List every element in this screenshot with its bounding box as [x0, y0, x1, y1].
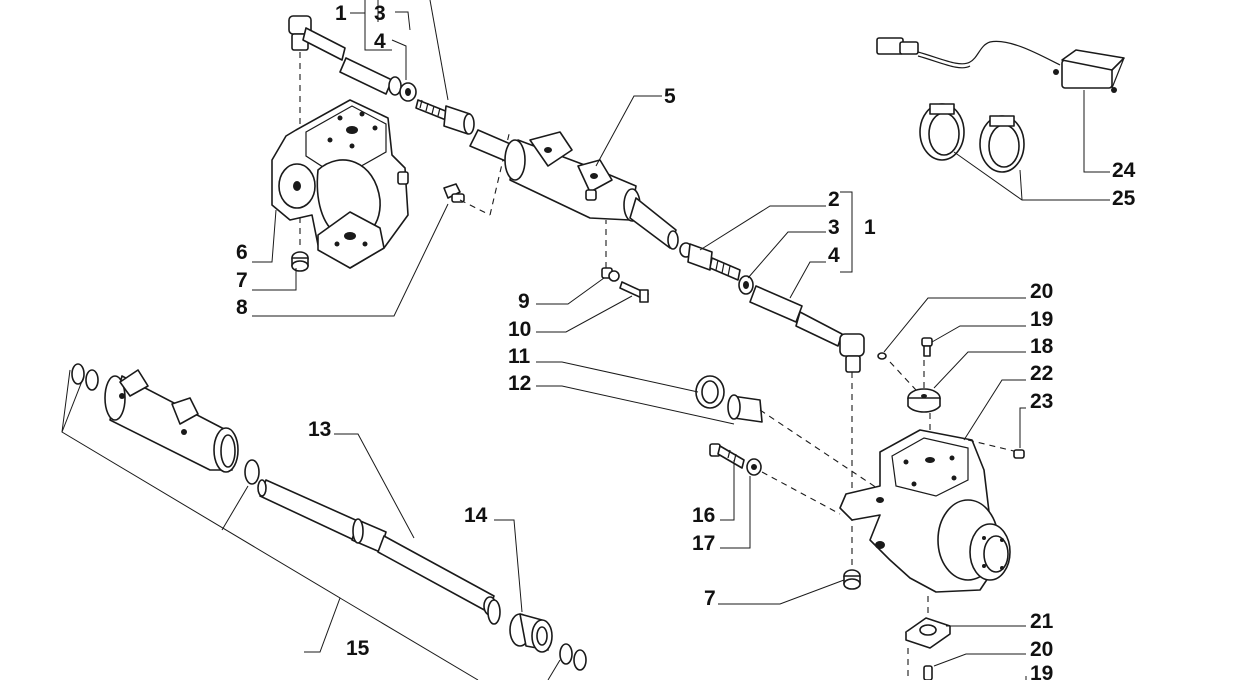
callout-25: 25 [1112, 187, 1136, 210]
callout-21: 21 [1030, 610, 1054, 633]
callout-3-top: 3 [374, 2, 386, 25]
callout-9: 9 [518, 290, 530, 313]
callout-20-lower: 20 [1030, 638, 1053, 661]
callout-10: 10 [508, 318, 531, 341]
callout-2-right: 2 [828, 188, 840, 211]
bolt-19-upper [921, 337, 933, 357]
callout-12: 12 [508, 372, 531, 395]
callout-19-lower: 19 [1030, 662, 1053, 680]
steering-cylinder [469, 129, 679, 250]
bolt-19-lower [923, 665, 933, 680]
callout-23: 23 [1030, 390, 1053, 413]
piston-rod-13 [257, 479, 501, 625]
callout-14: 14 [464, 504, 488, 527]
hose-clamp-25b [979, 115, 1025, 173]
washer-20-upper [877, 352, 887, 360]
callout-11: 11 [508, 345, 531, 368]
callout-19-upper: 19 [1030, 308, 1053, 331]
grease-fitting-8 [443, 129, 511, 216]
seal-rings-right-lower [559, 643, 587, 671]
bolt-9-10 [601, 220, 649, 303]
callout-22: 22 [1030, 362, 1053, 385]
king-pin-cap-18 [889, 360, 941, 413]
bushing-11-12 [695, 375, 881, 491]
tie-rod-right [749, 285, 865, 570]
callout-7-lower: 7 [704, 587, 716, 610]
piston-seal-14 [509, 613, 553, 653]
callout-13: 13 [308, 418, 331, 441]
nut-7-upper [291, 251, 309, 272]
rod-end-right-upper [679, 242, 754, 295]
cylinder-barrel-lower [104, 369, 239, 473]
sensor-cable-24 [876, 37, 1125, 93]
nut-7-lower [843, 569, 861, 590]
callout-5: 5 [664, 85, 676, 108]
hose-clamp-25a [919, 103, 965, 161]
callout-16: 16 [692, 504, 715, 527]
callout-1-right: 1 [864, 216, 876, 239]
callout-18: 18 [1030, 335, 1054, 358]
axle-support-bracket [271, 99, 409, 269]
callout-24: 24 [1112, 159, 1136, 182]
tie-rod-left [339, 57, 417, 102]
callout-4-right: 4 [828, 244, 840, 267]
callout-15: 15 [346, 637, 370, 660]
callout-17: 17 [692, 532, 715, 555]
bolt-16-nut-17 [709, 443, 841, 515]
callout-7-upper: 7 [236, 269, 248, 292]
callout-8: 8 [236, 296, 248, 319]
leader-lines [61, 0, 1110, 680]
callout-20-upper: 20 [1030, 280, 1053, 303]
threaded-stud-upper [415, 99, 475, 135]
seal-rings-left [71, 363, 99, 391]
callout-1-top: 1 [335, 2, 347, 25]
plug-23 [1013, 449, 1025, 459]
callout-3-right: 3 [828, 216, 840, 239]
callout-4-top: 4 [374, 30, 386, 53]
callout-6: 6 [236, 241, 248, 264]
callout-labels: 1 3 4 5 6 7 8 2 3 1 4 9 10 11 12 20 19 1… [236, 2, 1136, 680]
steering-knuckle [839, 406, 1019, 593]
o-ring-lower [244, 459, 260, 485]
